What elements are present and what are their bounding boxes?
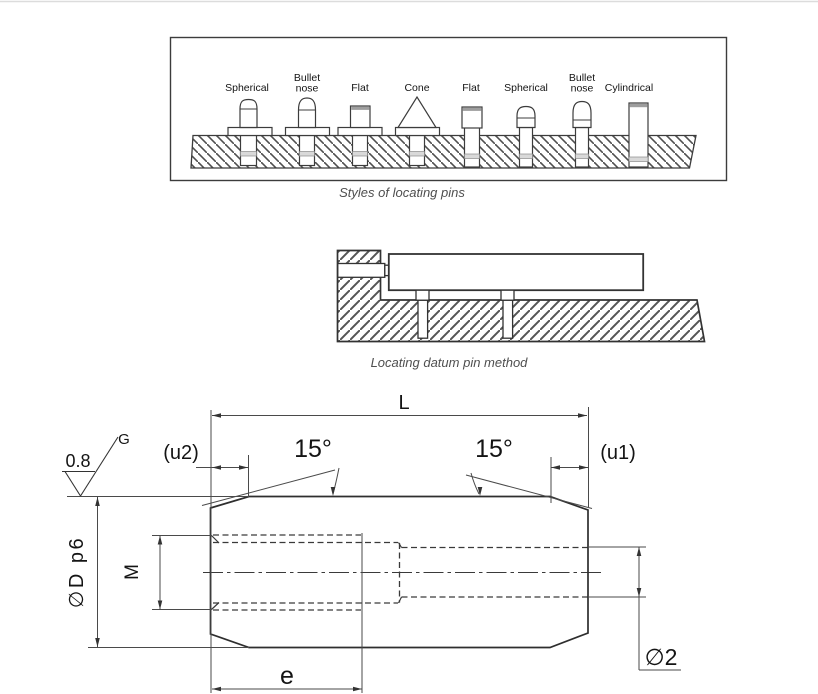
pin-label-flat-1: Flat (351, 82, 369, 94)
fixture-block (336, 249, 706, 343)
pin-body-outline (209, 495, 589, 649)
pin-label-spherical-1: Spherical (225, 82, 269, 94)
pin-cylindrical (628, 102, 649, 168)
datum-pin-shank (502, 299, 514, 339)
panel-border (169, 36, 728, 182)
datum-pin-head (500, 289, 515, 301)
pin-bullet-nose-flanged (284, 97, 331, 167)
pin-label-cylindrical: Cylindrical (605, 82, 653, 94)
svg-text:0.8: 0.8 (65, 451, 90, 471)
dim-length-L: L (212, 392, 587, 418)
svg-text:(u1): (u1) (600, 442, 636, 464)
dim-thread-depth-e: e (212, 662, 362, 692)
svg-text:∅D p6: ∅D p6 (66, 536, 88, 608)
dim-u1: (u1) (551, 442, 636, 470)
dim-angle-right: 15° (465, 435, 593, 509)
datum-pin-shank (417, 299, 429, 339)
datum-pin-head (415, 289, 430, 301)
svg-text:∅2: ∅2 (645, 644, 678, 670)
pin-flat-pressfit (461, 106, 483, 168)
datum-panel-caption: Locating datum pin method (371, 355, 529, 370)
pin-bullet-nose-pressfit (572, 100, 592, 168)
svg-text:15°: 15° (475, 435, 513, 463)
dim-thread-M: M (122, 535, 163, 610)
dim-angle-left: 15° (201, 435, 340, 506)
styles-panel-caption: Styles of locating pins (339, 185, 465, 200)
pin-cone (394, 95, 441, 167)
locating-datum-pin-panel: Locating datum pin method (336, 249, 706, 370)
dim-u2: (u2) (163, 442, 248, 470)
side-locating-pin (337, 262, 386, 278)
section-plate (190, 134, 697, 169)
surface-finish-symbol: 0.8 G (62, 431, 130, 497)
pin-spherical-flanged (227, 98, 273, 167)
dim-outer-diameter: ∅D p6 (66, 497, 100, 647)
svg-text:G: G (118, 431, 130, 448)
svg-text:e: e (280, 662, 294, 690)
dimensioned-pin-drawing: L (u2) (u1) 15° 15° (62, 392, 681, 693)
pin-label-cone: Cone (404, 82, 429, 94)
pin-flat-flanged (337, 105, 383, 167)
workpiece (387, 253, 645, 292)
svg-text:15°: 15° (294, 435, 332, 463)
pin-label-spherical-2: Spherical (504, 82, 548, 94)
pin-label-flat-2: Flat (462, 82, 480, 94)
hidden-thread-lines (211, 534, 588, 611)
svg-text:M: M (122, 564, 143, 580)
svg-text:L: L (398, 392, 409, 414)
dim-through-hole: ∅2 (636, 547, 681, 671)
svg-text:(u2): (u2) (163, 442, 199, 464)
pin-spherical-pressfit (516, 105, 536, 168)
extension-lines (67, 407, 646, 693)
